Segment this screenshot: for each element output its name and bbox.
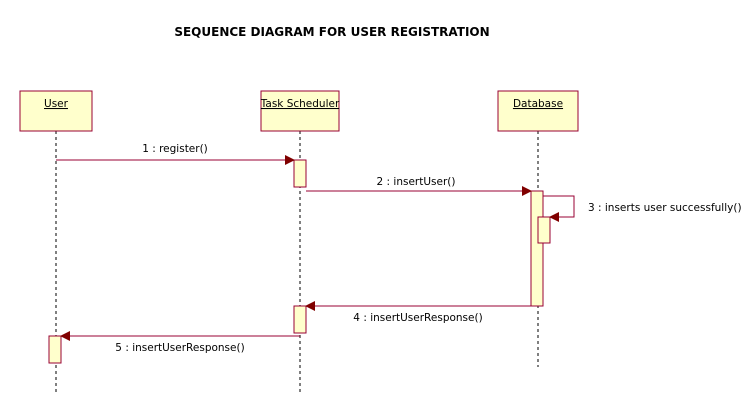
message-register-label: 1 : register(): [142, 143, 208, 155]
message-inserts-user-successfully[interactable]: 3 : inserts user successfully(): [543, 195, 742, 222]
lifeline-user-head[interactable]: [19, 90, 93, 132]
lifeline-user-label: User: [44, 98, 69, 110]
message-insert-user-label: 2 : insertUser(): [377, 176, 456, 188]
message-insert-user[interactable]: 2 : insertUser(): [306, 176, 532, 196]
message-inserts-user-successfully-label: 3 : inserts user successfully(): [588, 202, 742, 214]
activation-task-scheduler-2: [293, 305, 307, 334]
message-insert-user-response-4[interactable]: 4 : insertUserResponse(): [305, 301, 531, 324]
activation-task-scheduler-1: [293, 159, 307, 188]
message-insert-user-response-4-label: 4 : insertUserResponse(): [353, 312, 482, 324]
lifeline-task-scheduler-label: Task Scheduler: [260, 98, 340, 110]
diagram-title: SEQUENCE DIAGRAM FOR USER REGISTRATION: [174, 25, 490, 39]
lifeline-task-scheduler[interactable]: Task Scheduler: [260, 90, 340, 395]
message-register[interactable]: 1 : register(): [56, 143, 295, 165]
message-insert-user-response-5-label: 5 : insertUserResponse(): [115, 342, 244, 354]
message-insert-user-response-5[interactable]: 5 : insertUserResponse(): [60, 331, 300, 354]
lifeline-database-label: Database: [513, 98, 563, 110]
activation-database-self: [537, 216, 551, 244]
lifeline-database[interactable]: Database: [497, 90, 579, 367]
lifeline-user[interactable]: User: [19, 90, 93, 395]
activation-user: [48, 335, 62, 364]
activation-database-main: [530, 190, 544, 307]
lifeline-task-scheduler-head[interactable]: [260, 90, 340, 132]
lifeline-database-head[interactable]: [497, 90, 579, 132]
message-inserts-user-successfully-arrow: [543, 195, 575, 222]
